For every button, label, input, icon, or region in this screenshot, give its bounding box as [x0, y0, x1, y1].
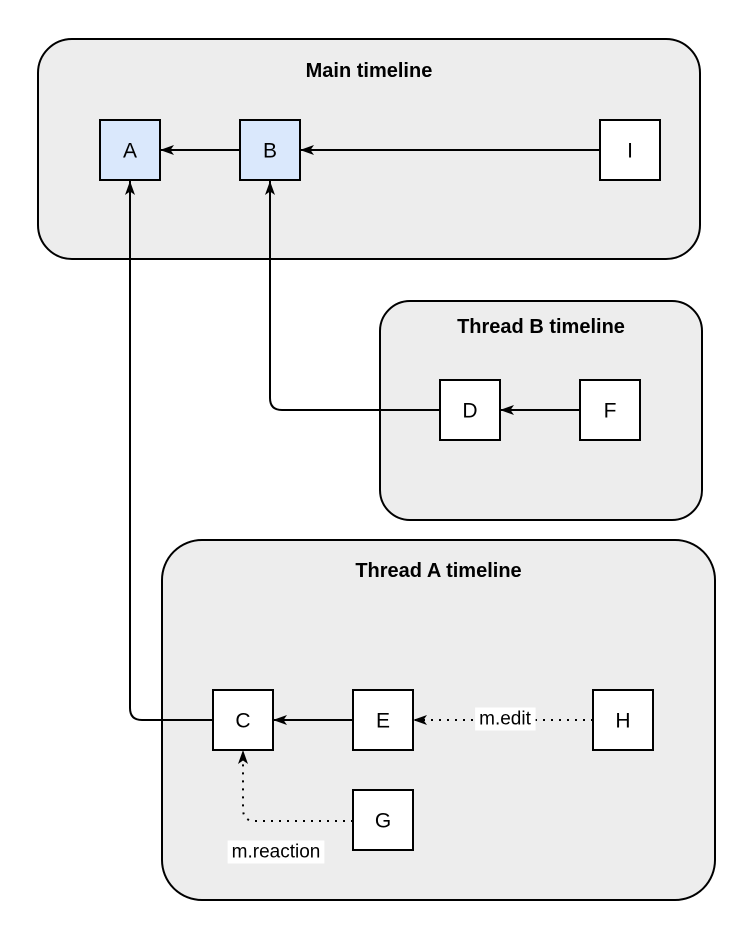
edge-D-to-B — [265, 181, 440, 411]
node-E — [352, 689, 414, 751]
edge-C-to-A — [125, 181, 213, 721]
edge-labels-layer: m.edit m.reaction — [227, 707, 536, 864]
node-C — [212, 689, 274, 751]
node-I — [599, 119, 661, 181]
container-title-thread-b-timeline: Thread B timeline — [457, 316, 625, 338]
edge-label-bg-H-to-E — [475, 707, 536, 731]
node-A — [99, 119, 161, 181]
node-label-E: E — [376, 710, 390, 733]
node-D — [439, 379, 501, 441]
container-title-thread-a-timeline: Thread A timeline — [355, 560, 521, 582]
node-B — [239, 119, 301, 181]
node-H — [592, 689, 654, 751]
node-label-F: F — [604, 400, 617, 423]
node-label-C: C — [235, 710, 250, 733]
node-label-A: A — [123, 140, 137, 163]
edge-label-bg-G-to-C — [227, 840, 325, 864]
node-label-D: D — [462, 400, 477, 423]
node-label-B: B — [263, 140, 277, 163]
node-label-I: I — [627, 140, 633, 163]
node-F — [579, 379, 641, 441]
edge-label-H-to-E: m.edit — [479, 709, 531, 730]
nodes-layer: A B I D F C E H G — [99, 119, 661, 851]
node-label-H: H — [615, 710, 630, 733]
container-title-main-timeline: Main timeline — [306, 60, 433, 82]
edge-label-G-to-C: m.reaction — [232, 842, 321, 863]
node-G — [352, 789, 414, 851]
node-label-G: G — [375, 810, 391, 833]
